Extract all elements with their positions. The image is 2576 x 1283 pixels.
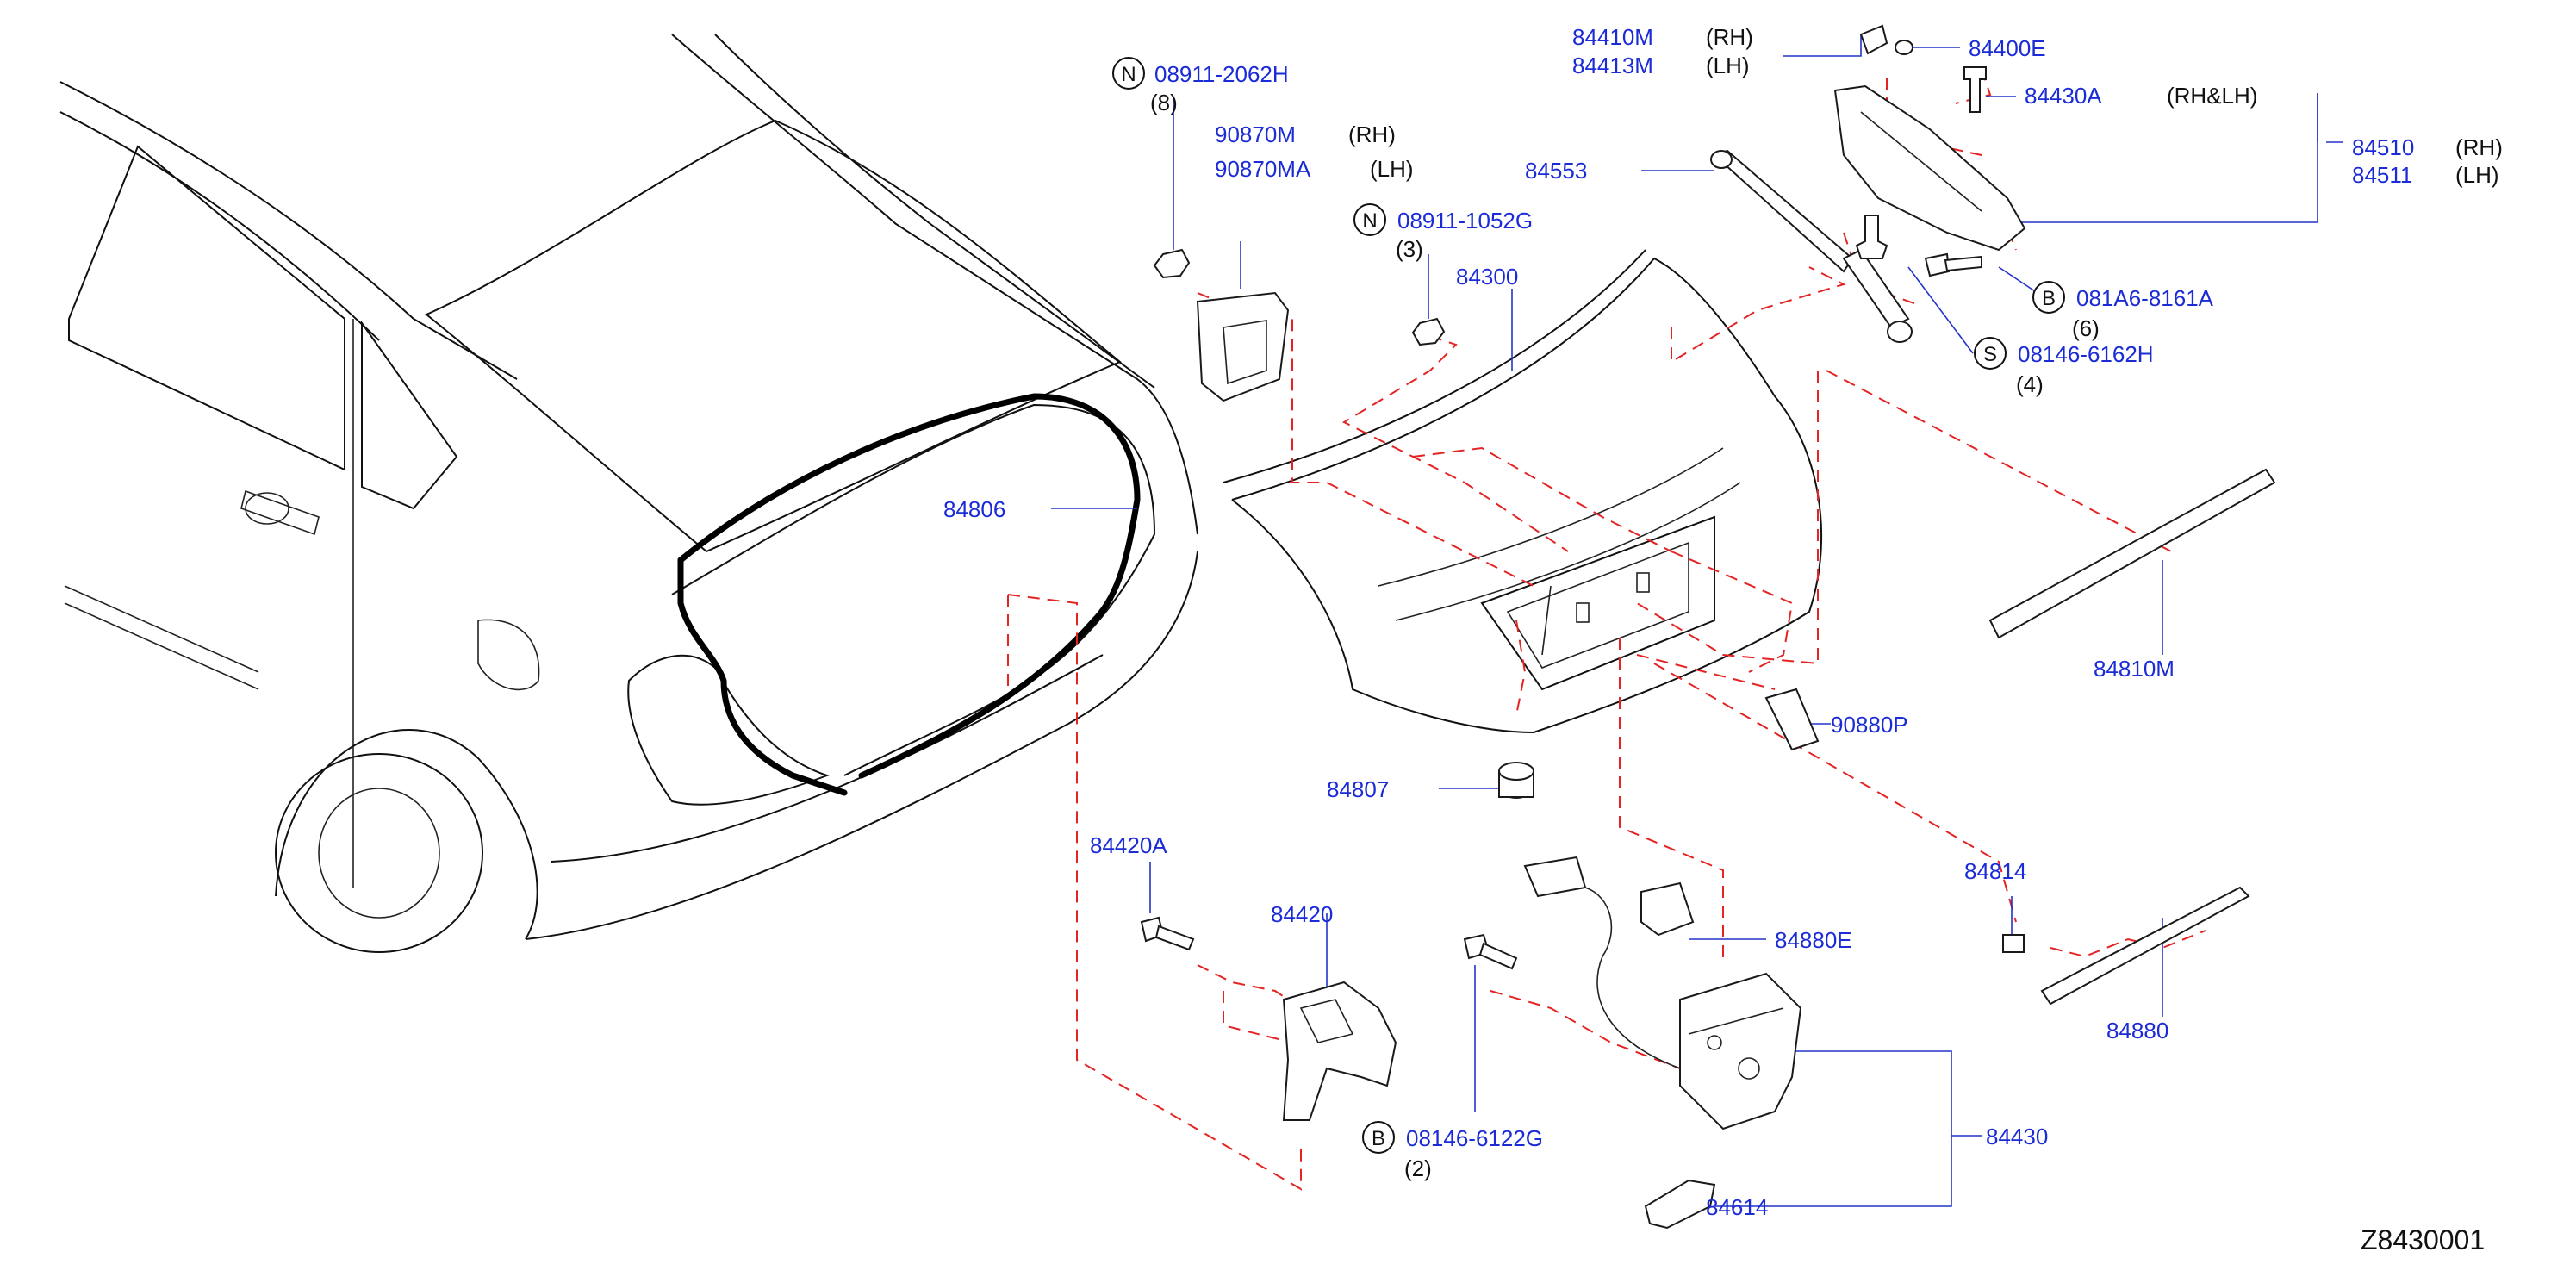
garnish-84880 (2040, 886, 2250, 1006)
label-08146-6162h: 08146-6162H (2018, 341, 2154, 367)
qty-08146-6122g: (2) (1404, 1155, 1432, 1181)
side-84510: (RH) (2455, 134, 2503, 160)
svg-text:N: N (1121, 63, 1136, 86)
release-cable (1528, 861, 1681, 1069)
badge-b-08146-6122g: B (1362, 1121, 1395, 1154)
label-081a6-8161a: 081A6-8161A (2076, 285, 2214, 311)
svg-text:S: S (1983, 343, 1997, 366)
label-84420: 84420 (1271, 901, 1333, 927)
clip-84410m (1859, 24, 1888, 55)
qty-08911-2062h: (8) (1150, 90, 1178, 115)
svg-text:B: B (1372, 1127, 1385, 1150)
gas-strut-84553 (1713, 149, 1854, 273)
callouts: N 08911-2062H (8) 90870M (RH) 90870MA (L… (943, 24, 2503, 1255)
badge-b-081a6-8161a: B (2032, 281, 2065, 314)
bolt-081a6-8161a (1924, 252, 1951, 277)
assembly-lines (1007, 68, 2206, 1191)
label-90870ma: 90870MA (1215, 156, 1311, 182)
hardware-parts (1140, 24, 2276, 1230)
label-84511: 84511 (2352, 162, 2412, 188)
label-90880p: 90880P (1831, 712, 1908, 738)
label-08146-6122g: 08146-6122G (1406, 1125, 1543, 1151)
svg-text:N: N (1362, 209, 1377, 233)
bolt-84430a (1963, 66, 1987, 113)
actuator-84880e (1640, 881, 1695, 937)
qty-081a6-8161a: (6) (2072, 315, 2100, 341)
lock-84430 (1679, 972, 1802, 1130)
label-84413m: 84413M (1572, 53, 1653, 78)
weatherstrip-84806 (677, 393, 1141, 779)
side-84511: (LH) (2455, 162, 2499, 188)
label-08911-1052g: 08911-1052G (1397, 208, 1533, 234)
handle-84614 (1644, 1179, 1716, 1230)
badge-s-08146-6162h: S (1974, 337, 2007, 370)
side-84430a: (RH&LH) (2167, 83, 2257, 109)
label-84880: 84880 (2106, 1018, 2168, 1043)
label-84614: 84614 (1706, 1194, 1768, 1220)
label-84814: 84814 (1964, 858, 2026, 884)
side-84410m: (RH) (1706, 24, 1753, 50)
bumper-84814 (2002, 934, 2025, 953)
label-84410m: 84410M (1572, 24, 1653, 50)
label-84553: 84553 (1525, 158, 1587, 184)
label-84880e: 84880E (1775, 927, 1852, 953)
label-84807: 84807 (1327, 776, 1389, 802)
qty-08911-1052g: (3) (1396, 236, 1423, 262)
side-90870m: (RH) (1348, 121, 1396, 147)
label-84400e: 84400E (1969, 35, 2046, 61)
side-84413m: (LH) (1706, 53, 1750, 78)
bracket-90870m (1196, 291, 1290, 402)
weatherstrip-84806-lower (677, 557, 848, 796)
drawing-code: Z8430001 (2361, 1224, 2485, 1255)
label-84430a: 84430A (2025, 83, 2102, 109)
label-84810m: 84810M (2094, 656, 2175, 682)
side-90870ma: (LH) (1370, 156, 1414, 182)
trunk-lid-84300 (1223, 249, 1823, 734)
svg-text:B: B (2042, 287, 2056, 310)
striker-84420 (1282, 981, 1397, 1121)
label-84806: 84806 (943, 496, 1005, 522)
label-84300: 84300 (1456, 264, 1518, 290)
label-84430: 84430 (1986, 1124, 2048, 1149)
cap-84400e (1895, 40, 1913, 55)
label-90870m: 90870M (1215, 121, 1296, 147)
badge-n-08911-2062h: N (1112, 57, 1145, 90)
bolt-08146-6162h (1855, 215, 1888, 259)
nut-08911-1052g (1411, 317, 1446, 346)
qty-08146-6162h: (4) (2016, 371, 2044, 397)
label-08911-2062h: 08911-2062H (1154, 61, 1289, 87)
label-84420a: 84420A (1090, 832, 1167, 858)
label-84510: 84510 (2352, 134, 2414, 160)
car-body (59, 34, 1198, 953)
pad-90880p (1764, 688, 1820, 751)
leader-lines (1051, 34, 2318, 1207)
nut-08911-2062h (1153, 248, 1191, 279)
finisher-84810m (1988, 468, 2276, 639)
badge-n-08911-1052g: N (1353, 203, 1386, 236)
